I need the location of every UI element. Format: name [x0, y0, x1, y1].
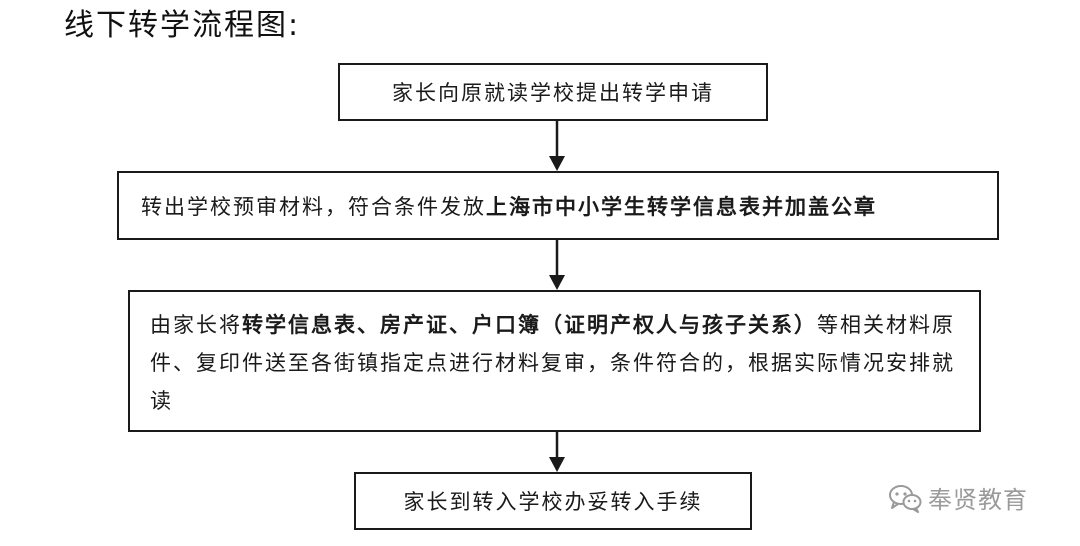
- flow-step-apply: 家长向原就读学校提出转学申请: [338, 63, 768, 121]
- watermark: 奉贤教育: [888, 480, 1028, 515]
- flow-step-review-bold: 转学信息表、房产证、户口簿（证明产权人与孩子关系）: [242, 313, 817, 337]
- flow-step-review-prefix: 由家长将: [150, 313, 242, 337]
- watermark-text: 奉贤教育: [928, 486, 1028, 514]
- page-title: 线下转学流程图:: [64, 8, 301, 43]
- flow-step-review: 由家长将转学信息表、房产证、户口簿（证明产权人与孩子关系）等相关材料原件、复印件…: [128, 290, 981, 432]
- flow-step-preview: 转出学校预审材料，符合条件发放上海市中小学生转学信息表并加盖公章: [117, 171, 999, 240]
- arrow-1: [549, 121, 565, 171]
- flow-step-enroll-text: 家长到转入学校办妥转入手续: [403, 490, 703, 514]
- arrow-3: [549, 432, 565, 472]
- flow-step-apply-text: 家长向原就读学校提出转学申请: [392, 81, 714, 105]
- flow-step-preview-bold: 上海市中小学生转学信息表并加盖公章: [486, 194, 877, 219]
- arrow-2: [549, 240, 565, 290]
- flow-step-review-suffix: 等相关材料原件、复印件送至各街镇指定点进行材料复审，条件符合的，根据实际情况安排…: [150, 313, 955, 413]
- wechat-icon: [888, 483, 922, 513]
- flow-step-preview-prefix: 转出学校预审材料，符合条件发放: [141, 194, 486, 219]
- flow-step-enroll: 家长到转入学校办妥转入手续: [354, 472, 752, 530]
